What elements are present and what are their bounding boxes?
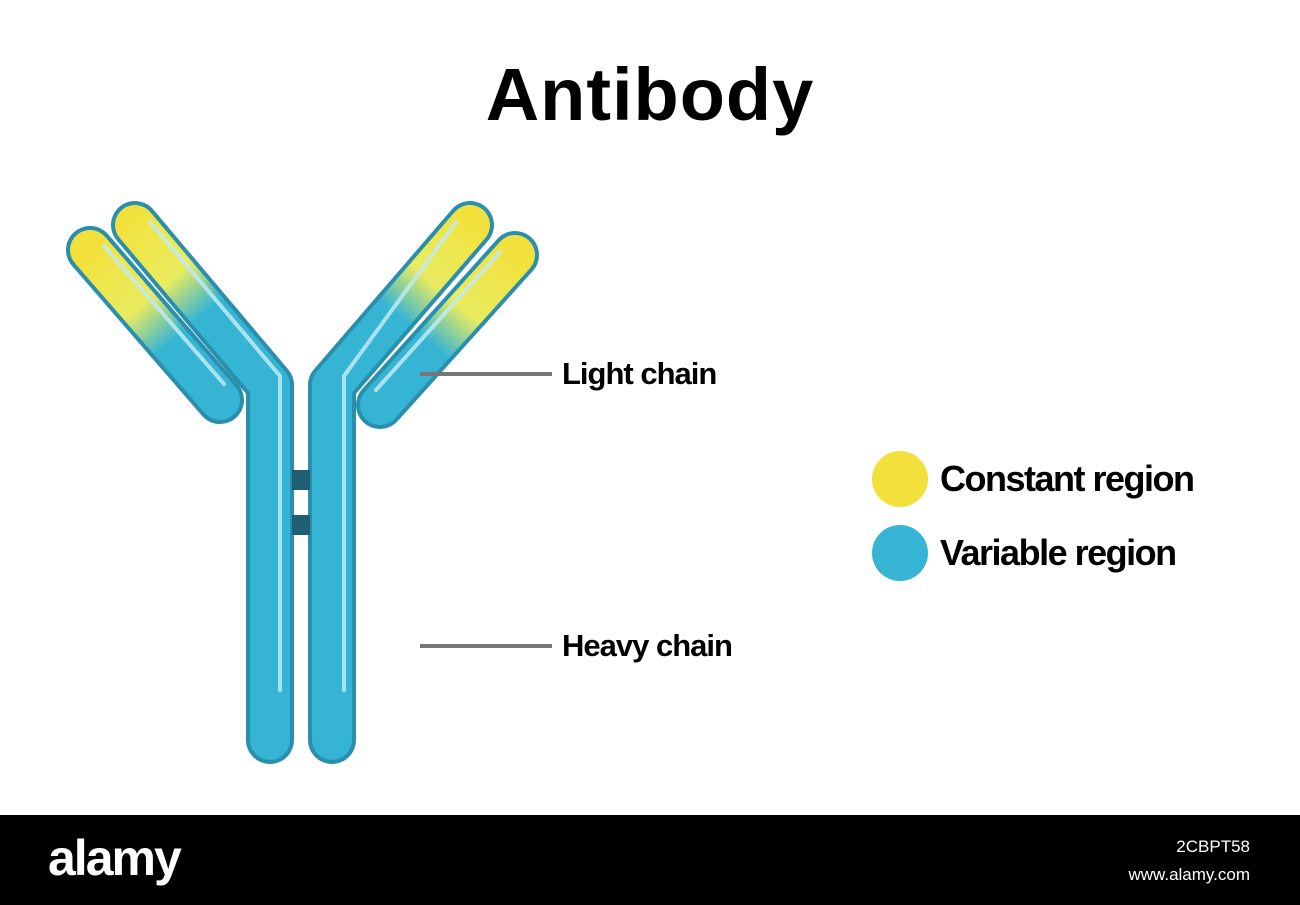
watermark-footer: alamy 2CBPT58 www.alamy.com: [0, 815, 1300, 905]
legend-label: Variable region: [940, 532, 1177, 573]
legend-item-constant-region: Constant region: [872, 451, 1195, 507]
right-light-chain: [356, 231, 539, 429]
left-light-chain: [66, 226, 244, 424]
left-heavy-chain: [111, 201, 294, 764]
antibody-diagram: [66, 201, 552, 764]
disulfide-bond-upper: [292, 470, 310, 490]
brand-logo: alamy: [48, 830, 182, 886]
site-url: www.alamy.com: [1128, 865, 1250, 884]
right-heavy-chain: [308, 201, 494, 764]
page-title: Antibody: [485, 53, 815, 136]
legend-item-variable-region: Variable region: [872, 525, 1177, 581]
heavy-chain-label: Heavy chain: [562, 628, 733, 663]
legend-label: Constant region: [940, 458, 1195, 499]
constant-region-swatch: [872, 451, 928, 507]
disulfide-bond-lower: [292, 515, 310, 535]
variable-region-swatch: [872, 525, 928, 581]
light-chain-label: Light chain: [562, 356, 717, 391]
image-id: 2CBPT58: [1176, 837, 1250, 856]
